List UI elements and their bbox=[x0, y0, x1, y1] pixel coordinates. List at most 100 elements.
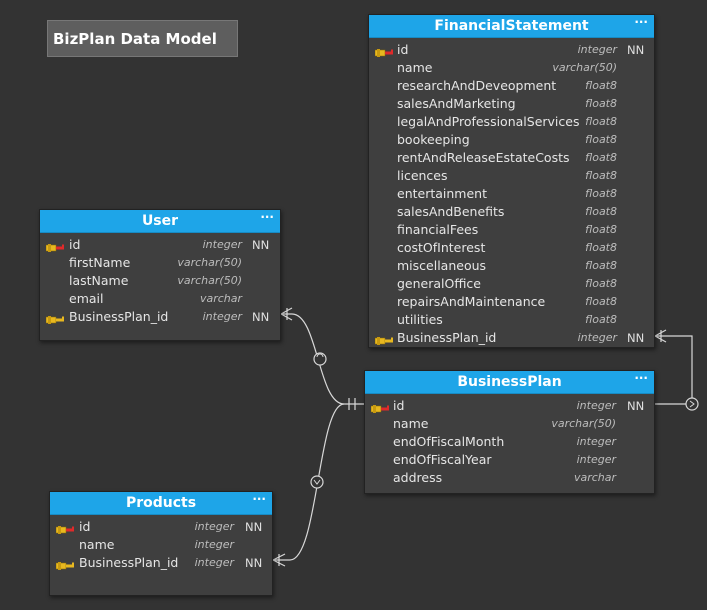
diagram-title: BizPlan Data Model bbox=[47, 20, 238, 57]
column-row[interactable]: miscellaneous float8 bbox=[369, 257, 654, 275]
column-row[interactable]: name varchar(50) bbox=[365, 415, 654, 433]
dots-menu-icon[interactable]: ··· bbox=[634, 15, 648, 29]
column-name: firstName bbox=[69, 255, 131, 270]
column-type: float8 bbox=[585, 259, 617, 272]
column-type: float8 bbox=[585, 187, 617, 200]
column-name: generalOffice bbox=[397, 276, 481, 291]
column-name: miscellaneous bbox=[397, 258, 487, 273]
entity-title: BusinessPlan bbox=[457, 374, 562, 390]
column-type: varchar(50) bbox=[177, 274, 242, 287]
column-name: legalAndProfessionalServices bbox=[397, 114, 580, 129]
entity-title: User bbox=[141, 213, 179, 229]
column-name: id bbox=[69, 237, 81, 252]
entity-title: Products bbox=[125, 495, 197, 511]
column-type: integer bbox=[576, 435, 616, 448]
column-type: integer bbox=[202, 238, 242, 251]
dots-menu-icon[interactable]: ··· bbox=[634, 371, 648, 385]
entity-header[interactable]: FinancialStatement ··· bbox=[369, 15, 654, 38]
entity-header[interactable]: BusinessPlan ··· bbox=[365, 371, 654, 394]
column-row[interactable]: address varchar bbox=[365, 469, 654, 487]
column-type: varchar(50) bbox=[551, 417, 616, 430]
column-type: varchar(50) bbox=[177, 256, 242, 269]
primary-key-icon bbox=[45, 240, 66, 252]
primary-key-icon bbox=[374, 45, 395, 57]
column-type: float8 bbox=[585, 205, 617, 218]
column-name: name bbox=[393, 416, 429, 431]
column-name: id bbox=[397, 42, 409, 57]
dots-menu-icon[interactable]: ··· bbox=[260, 210, 274, 224]
column-name: BusinessPlan_id bbox=[79, 555, 179, 570]
column-name: bookeeping bbox=[397, 132, 470, 147]
column-row[interactable]: lastName varchar(50) bbox=[40, 272, 280, 290]
column-type: integer bbox=[202, 310, 242, 323]
column-type: integer bbox=[576, 399, 616, 412]
column-row[interactable]: name varchar(50) bbox=[369, 59, 654, 77]
not-null-flag: NN bbox=[245, 556, 263, 570]
column-name: costOfInterest bbox=[397, 240, 486, 255]
column-type: varchar bbox=[573, 471, 616, 484]
column-name: salesAndMarketing bbox=[397, 96, 516, 111]
entity-user[interactable]: User ··· id integer NN firstName varchar(50)… bbox=[39, 209, 281, 341]
column-type: integer bbox=[194, 556, 234, 569]
column-name: name bbox=[79, 537, 115, 552]
column-type: float8 bbox=[585, 277, 617, 290]
column-type: varchar(50) bbox=[552, 61, 617, 74]
column-name: id bbox=[79, 519, 91, 534]
column-type: float8 bbox=[585, 151, 617, 164]
column-name: address bbox=[393, 470, 443, 485]
column-row[interactable]: researchAndDeveopment float8 bbox=[369, 77, 654, 95]
column-name: email bbox=[69, 291, 104, 306]
column-type: float8 bbox=[585, 313, 617, 326]
foreign-key-icon bbox=[55, 558, 76, 570]
column-name: endOfFiscalYear bbox=[393, 452, 492, 467]
column-name: name bbox=[397, 60, 433, 75]
column-name: BusinessPlan_id bbox=[69, 309, 169, 324]
not-null-flag: NN bbox=[627, 43, 645, 57]
column-type: float8 bbox=[585, 79, 617, 92]
column-name: researchAndDeveopment bbox=[397, 78, 557, 93]
not-null-flag: NN bbox=[252, 238, 270, 252]
column-name: financialFees bbox=[397, 222, 479, 237]
column-row[interactable]: id integer NN bbox=[40, 236, 280, 254]
column-type: float8 bbox=[585, 295, 617, 308]
column-type: float8 bbox=[585, 133, 617, 146]
column-name: lastName bbox=[69, 273, 129, 288]
primary-key-icon bbox=[370, 401, 391, 413]
primary-key-icon bbox=[55, 522, 76, 534]
column-type: integer bbox=[194, 520, 234, 533]
column-row[interactable]: generalOffice float8 bbox=[369, 275, 654, 293]
column-row[interactable]: bookeeping float8 bbox=[369, 131, 654, 149]
dots-menu-icon[interactable]: ··· bbox=[252, 492, 266, 506]
column-type: integer bbox=[576, 453, 616, 466]
optional-marker-icon bbox=[685, 397, 699, 411]
entity-header[interactable]: User ··· bbox=[40, 210, 280, 233]
column-name: BusinessPlan_id bbox=[397, 330, 497, 345]
column-row[interactable]: BusinessPlan_id integer NN bbox=[50, 554, 272, 572]
entity-header[interactable]: Products ··· bbox=[50, 492, 272, 515]
column-row[interactable]: firstName varchar(50) bbox=[40, 254, 280, 272]
column-row[interactable]: endOfFiscalYear integer bbox=[365, 451, 654, 469]
